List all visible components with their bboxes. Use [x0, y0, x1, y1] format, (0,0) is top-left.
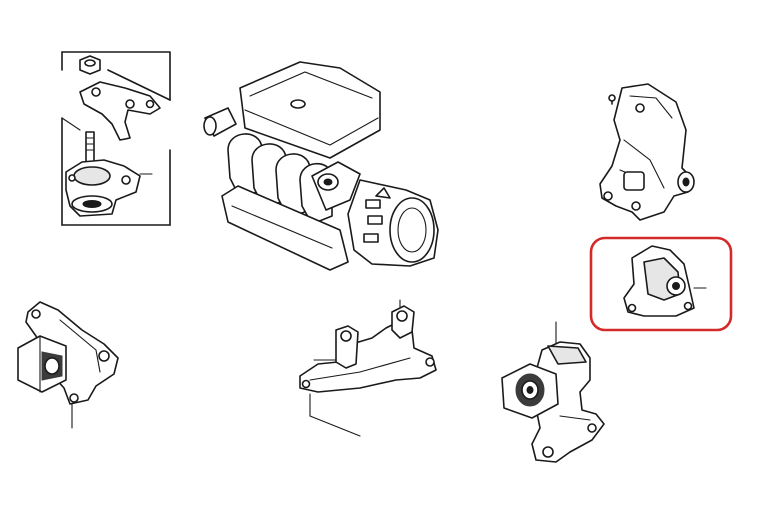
throttle-body-icon — [311, 161, 361, 211]
rubber-mount-icon — [623, 245, 695, 317]
upper-bracket-icon — [79, 81, 161, 141]
side-mount[interactable] — [17, 301, 119, 429]
end-housing-icon — [347, 179, 439, 267]
upper-torque-bracket[interactable] — [599, 83, 695, 221]
stud-icon — [85, 131, 95, 163]
lower-bracket[interactable] — [299, 299, 437, 437]
engine-block[interactable] — [203, 61, 439, 271]
rubber-block-icon — [17, 335, 67, 393]
nut-icon — [79, 55, 101, 75]
transmission-mount[interactable] — [501, 321, 605, 463]
intake-runners-icon — [227, 133, 333, 225]
rear-mount[interactable] — [589, 236, 733, 332]
front-mount-assembly[interactable] — [61, 51, 171, 226]
bushing-icon — [501, 363, 559, 419]
mount-body-icon — [65, 159, 141, 217]
